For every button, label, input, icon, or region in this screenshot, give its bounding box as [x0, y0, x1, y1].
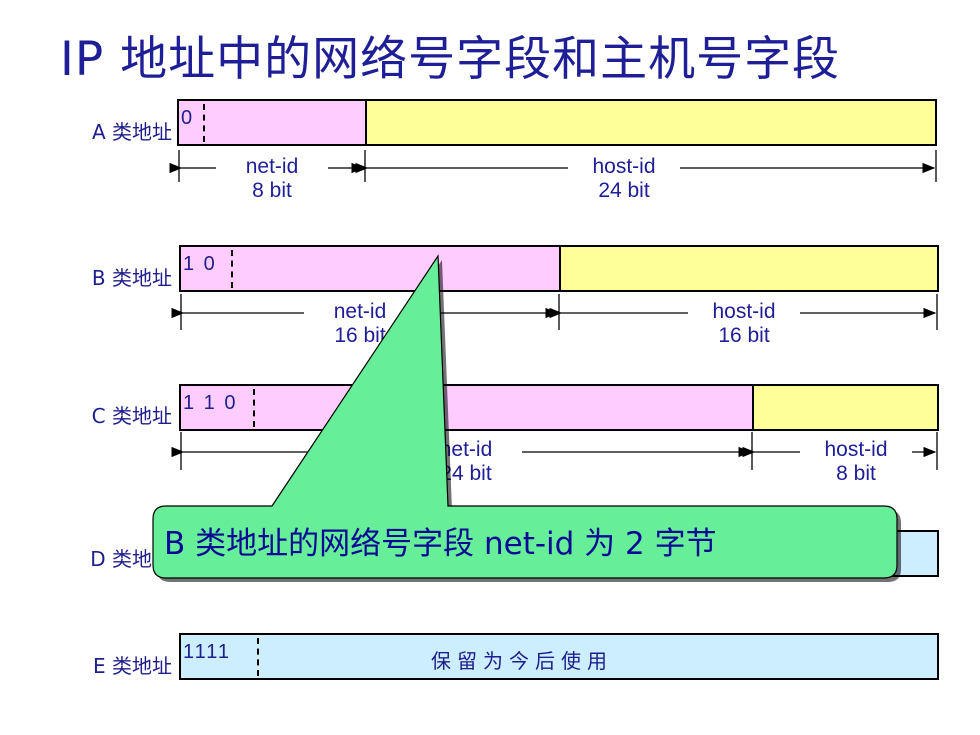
class-a-net-dim: net-id 8 bit [216, 155, 328, 203]
class-b-net-id: net-id [333, 300, 387, 323]
class-e-reserved-text: 保留为今后使用 [431, 649, 613, 673]
class-b-host-id: host-id [712, 300, 776, 323]
class-b-bar: 1 0 [179, 245, 939, 292]
class-b-net-field: 1 0 [181, 247, 559, 290]
class-c-host-field [752, 386, 937, 429]
class-a-net-id: net-id [245, 155, 299, 178]
class-b-host-dim: host-id 16 bit [688, 300, 800, 348]
class-c-label: C 类地址 [91, 404, 172, 428]
class-c-bar: 1 1 0 [179, 384, 939, 431]
class-e-divider [257, 638, 259, 676]
class-b-label: B 类地址 [91, 266, 172, 290]
class-a-label: A 类地址 [91, 120, 172, 144]
class-c-prefix: 1 1 0 [183, 392, 238, 414]
class-c-host-id: host-id [824, 438, 888, 461]
class-b-prefix: 1 0 [183, 253, 217, 275]
class-e-field: 1111 保留为今后使用 [181, 635, 937, 678]
class-e-bar: 1111 保留为今后使用 [179, 633, 939, 680]
class-b-net-bits: 16 bit [334, 324, 386, 347]
class-a-bar: 0 [177, 99, 937, 146]
class-c-divider [253, 389, 255, 427]
class-a-host-dim: host-id 24 bit [568, 155, 680, 203]
class-b-host-bits: 16 bit [718, 324, 770, 347]
class-a-net-field: 0 [179, 101, 365, 144]
class-a-divider [203, 104, 205, 142]
callout-text: B 类地址的网络号字段 net-id 为 2 字节 [164, 526, 717, 562]
class-c-host-bits: 8 bit [836, 462, 876, 485]
class-e-label: E 类地址 [93, 654, 172, 678]
class-b-divider [231, 250, 233, 288]
class-a-host-field [365, 101, 935, 144]
class-c-host-dim: host-id 8 bit [800, 438, 912, 486]
class-a-prefix: 0 [181, 107, 195, 129]
class-c-net-field: 1 1 0 [181, 386, 752, 429]
class-c-net-bits: 24 bit [440, 462, 492, 485]
class-a-net-bits: 8 bit [252, 179, 292, 202]
class-a-host-id: host-id [592, 155, 656, 178]
class-c-net-id: net-id [439, 438, 493, 461]
page-title: IP 地址中的网络号字段和主机号字段 [60, 32, 841, 87]
class-a-host-bits: 24 bit [598, 179, 650, 202]
class-b-host-field [559, 247, 937, 290]
class-e-prefix: 1111 [183, 641, 232, 663]
